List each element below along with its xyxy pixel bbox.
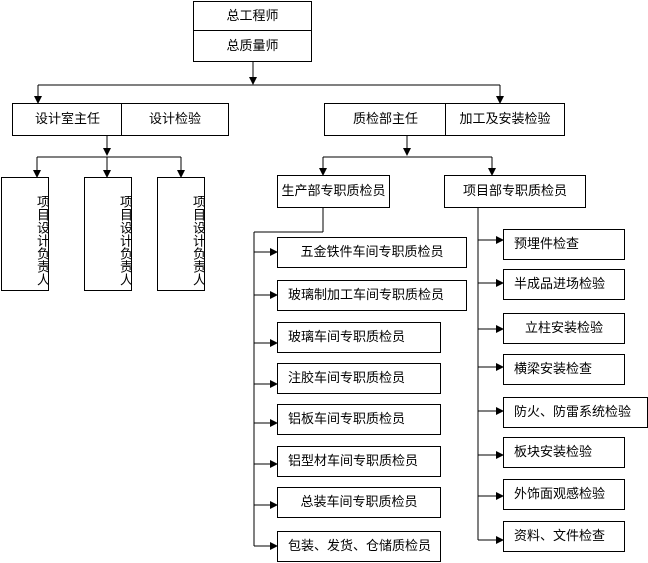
production-qc-label: 生产部专职质检员 bbox=[281, 184, 386, 199]
project-item: 资料、文件检查 bbox=[503, 521, 625, 552]
project-item-label: 外饰面观感检验 bbox=[514, 487, 606, 502]
production-item-label: 玻璃车间专职质检员 bbox=[288, 330, 406, 345]
project-item: 外饰面观感检验 bbox=[503, 479, 625, 510]
chief-quality-box: 总质量师 bbox=[193, 30, 312, 62]
project-item-label: 横梁安装检查 bbox=[514, 362, 593, 377]
project-item-label: 立柱安装检验 bbox=[524, 321, 603, 336]
production-item-label: 铝板车间专职质检员 bbox=[288, 412, 406, 427]
production-item-label: 注胶车间专职质检员 bbox=[288, 371, 406, 386]
chief-quality-label: 总质量师 bbox=[226, 38, 279, 54]
design-dept-divider bbox=[121, 103, 122, 136]
production-item-label: 总装车间专职质检员 bbox=[300, 495, 418, 510]
production-item: 玻璃制加工车间专职质检员 bbox=[277, 280, 467, 311]
project-item: 预埋件检查 bbox=[503, 229, 625, 260]
production-item-label: 玻璃制加工车间专职质检员 bbox=[288, 288, 445, 303]
design-inspection-label: 设计检验 bbox=[148, 112, 201, 127]
design-lead-1: 项目设计负责人 bbox=[1, 177, 49, 291]
project-item-label: 防火、防雷系统检验 bbox=[514, 405, 632, 420]
qc-install-inspection-label: 加工及安装检验 bbox=[459, 112, 551, 127]
production-item-label: 五金铁件车间专职质检员 bbox=[300, 245, 444, 260]
design-lead-2: 项目设计负责人 bbox=[84, 177, 132, 291]
design-dept-box: 设计室主任 设计检验 bbox=[12, 103, 229, 136]
project-qc-label: 项目部专职质检员 bbox=[462, 184, 567, 199]
project-item: 立柱安装检验 bbox=[503, 313, 625, 344]
project-item: 半成品进场检验 bbox=[503, 269, 625, 300]
production-item: 五金铁件车间专职质检员 bbox=[277, 237, 467, 268]
design-lead-1-label: 项目设计负责人 bbox=[34, 194, 49, 286]
design-director-label: 设计室主任 bbox=[34, 112, 100, 127]
project-item: 防火、防雷系统检验 bbox=[503, 397, 648, 428]
production-item: 注胶车间专职质检员 bbox=[277, 363, 441, 394]
qc-director-label: 质检部主任 bbox=[352, 112, 418, 127]
production-item-label: 铝型材车间专职质检员 bbox=[288, 454, 419, 469]
production-item: 玻璃车间专职质检员 bbox=[277, 322, 441, 353]
project-item: 横梁安装检查 bbox=[503, 354, 625, 385]
design-lead-2-label: 项目设计负责人 bbox=[117, 194, 132, 286]
project-item-label: 半成品进场检验 bbox=[514, 277, 606, 292]
production-qc-box: 生产部专职质检员 bbox=[277, 175, 390, 208]
qc-dept-divider bbox=[445, 103, 446, 136]
project-qc-box: 项目部专职质检员 bbox=[444, 175, 586, 208]
design-lead-3: 项目设计负责人 bbox=[157, 177, 205, 291]
production-item: 包装、发货、仓储质检员 bbox=[277, 531, 441, 562]
chief-engineer-box: 总工程师 bbox=[193, 1, 312, 31]
production-item: 总装车间专职质检员 bbox=[277, 487, 441, 518]
project-item-label: 预埋件检查 bbox=[514, 237, 580, 252]
production-item: 铝板车间专职质检员 bbox=[277, 404, 441, 435]
chief-engineer-label: 总工程师 bbox=[226, 8, 279, 24]
project-item: 板块安装检验 bbox=[503, 437, 625, 468]
production-item-label: 包装、发货、仓储质检员 bbox=[288, 539, 432, 554]
project-item-label: 资料、文件检查 bbox=[514, 529, 606, 544]
production-item: 铝型材车间专职质检员 bbox=[277, 446, 441, 477]
project-item-label: 板块安装检验 bbox=[514, 445, 593, 460]
qc-dept-box: 质检部主任 加工及安装检验 bbox=[324, 103, 565, 136]
design-lead-3-label: 项目设计负责人 bbox=[190, 194, 205, 286]
